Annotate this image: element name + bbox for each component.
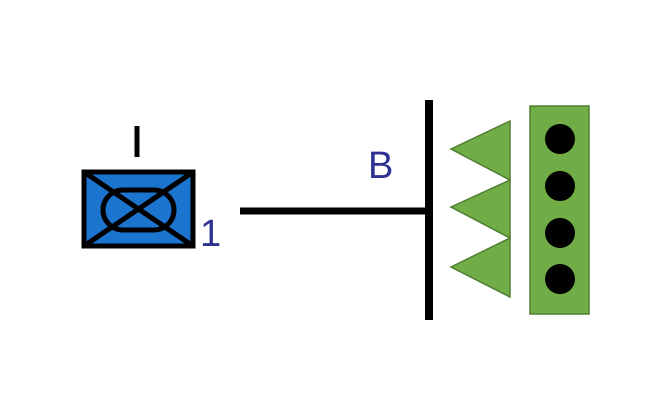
tooth [449,178,511,240]
panel-dot [545,171,575,201]
dot-panel [529,105,590,315]
unit-number-label: 1 [200,213,221,255]
panel-dot [545,264,575,294]
unit-x-diagonal-2 [82,169,195,249]
unit-oval [100,187,177,233]
unit-symbol-icon [81,169,196,249]
obstacle-teeth-icon [449,119,511,299]
panel-dot [545,218,575,248]
tooth [449,236,511,299]
tooth [449,119,511,182]
panel-dot [545,124,575,154]
position-label: B [368,145,393,187]
